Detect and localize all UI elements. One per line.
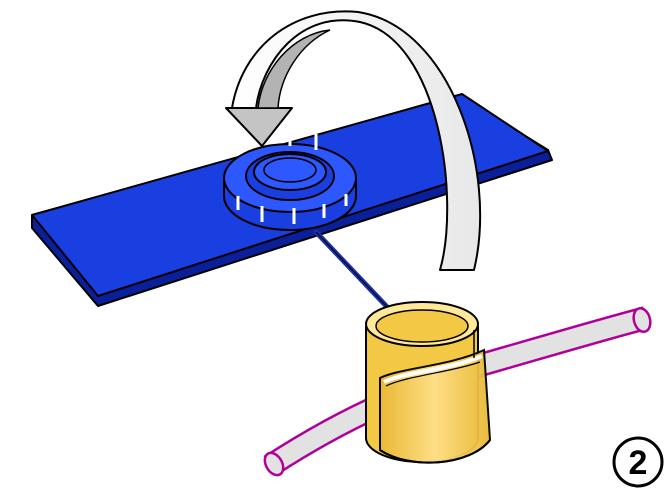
step-badge: 2 [612, 436, 664, 488]
step-number: 2 [629, 444, 648, 482]
bottle-cap-icon [223, 130, 357, 231]
rotate-arrow-icon [225, 10, 482, 271]
sample-clip-icon [365, 301, 492, 464]
